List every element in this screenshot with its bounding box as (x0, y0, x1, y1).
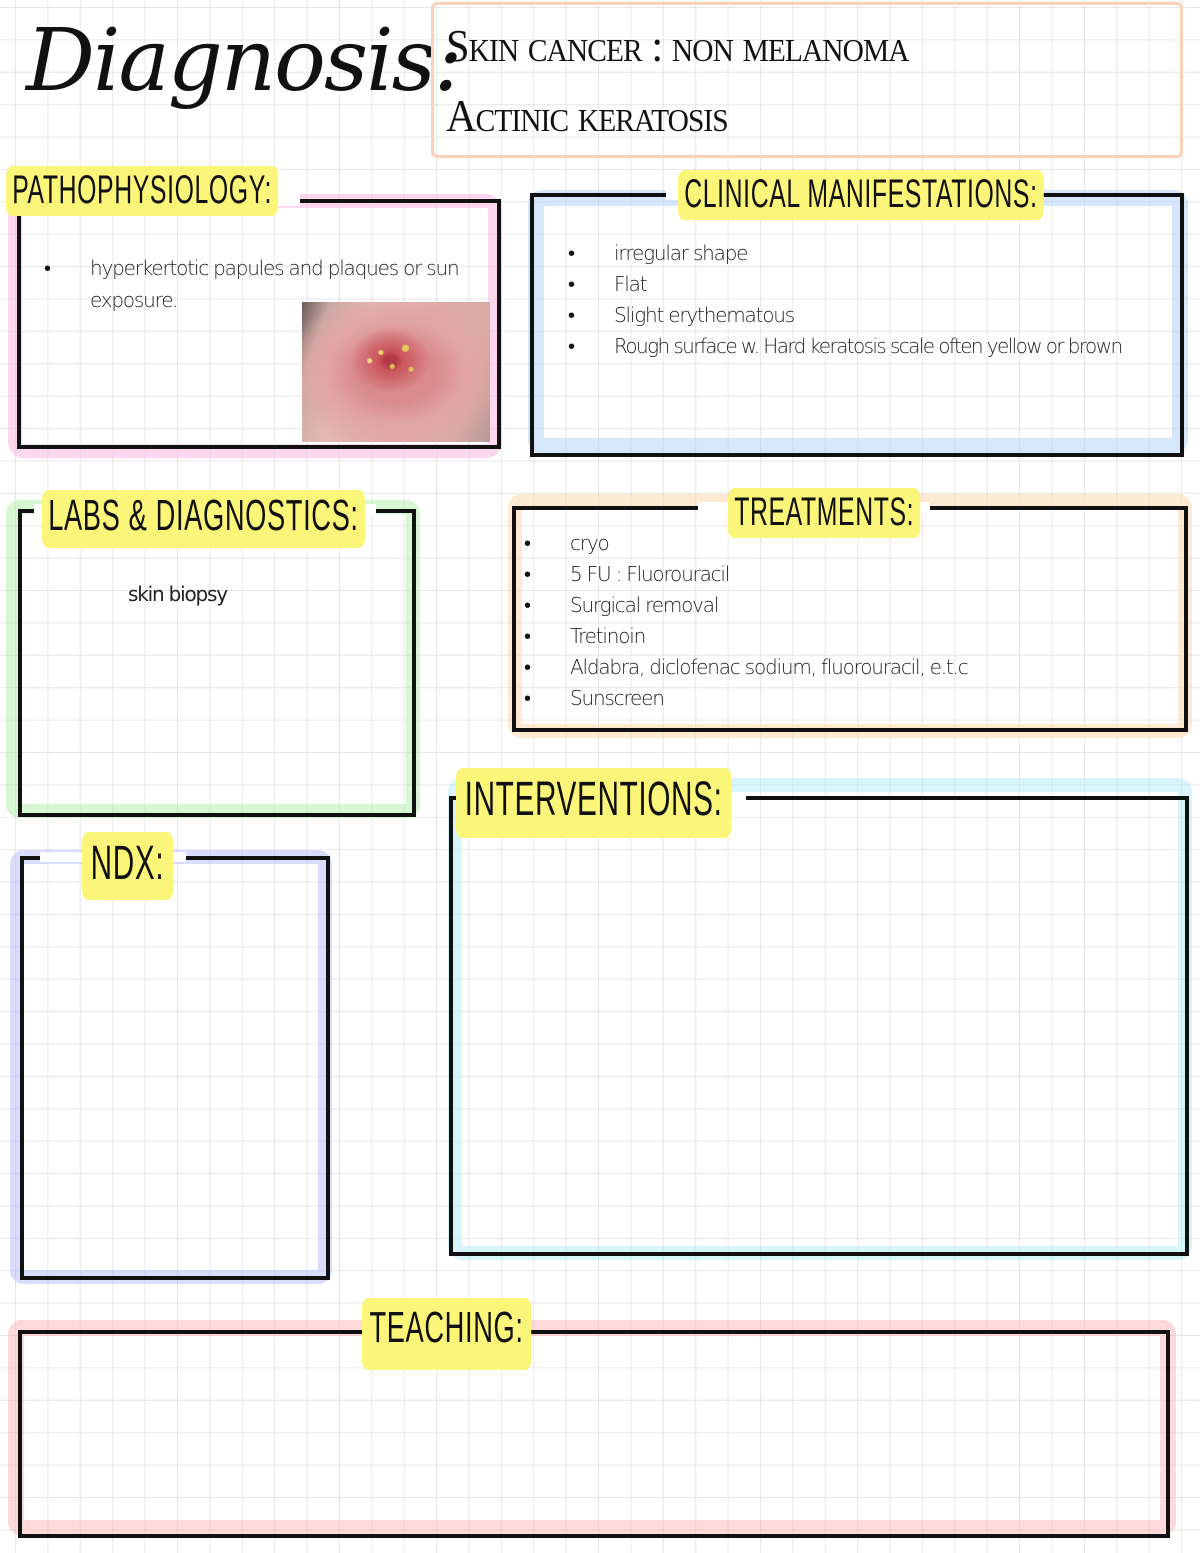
teaching-frame (18, 1330, 1170, 1538)
diagnosis-box: Skin cancer : non melanoma Actinic kerat… (431, 2, 1183, 158)
list-item: Flat (568, 269, 1168, 300)
pathophysiology-list: hyperkertotic papules and plaques or sun… (44, 252, 464, 316)
list-item: hyperkertotic papules and plaques or sun… (44, 252, 464, 316)
list-item: Rough surface w. Hard keratosis scale of… (568, 331, 1168, 362)
list-item: Tretinoin (524, 621, 1124, 652)
diagnosis-category: Skin cancer : non melanoma (446, 20, 910, 71)
list-item: Aldabra, diclofenac sodium, fluorouracil… (524, 652, 1124, 683)
pathophysiology-label: PATHOPHYSIOLOGY: (6, 166, 279, 216)
labs-item: skin biopsy (128, 582, 228, 606)
clinical-label: CLINICAL MANIFESTATIONS: (678, 170, 1044, 220)
ndx-frame (20, 856, 330, 1280)
diagnosis-heading: Diagnosis: (26, 11, 463, 111)
interventions-frame (449, 796, 1189, 1256)
list-item: Sunscreen (524, 683, 1124, 714)
list-item: Surgical removal (524, 590, 1124, 621)
labs-label: LABS & DIAGNOSTICS: (42, 490, 365, 548)
teaching-label: TEACHING: (362, 1298, 531, 1370)
list-item: Slight erythematous (568, 300, 1168, 331)
treatments-list: cryo 5 FU : Fluorouracil Surgical remova… (524, 528, 1124, 714)
interventions-label: INTERVENTIONS: (456, 768, 732, 838)
list-item: irregular shape (568, 238, 1168, 269)
clinical-list: irregular shape Flat Slight erythematous… (568, 238, 1168, 362)
diagnosis-name: Actinic keratosis (446, 90, 729, 141)
labs-frame (18, 509, 416, 817)
list-item: cryo (524, 528, 1124, 559)
lesion-photo (302, 302, 490, 442)
ndx-label: NDX: (82, 832, 173, 900)
list-item: 5 FU : Fluorouracil (524, 559, 1124, 590)
